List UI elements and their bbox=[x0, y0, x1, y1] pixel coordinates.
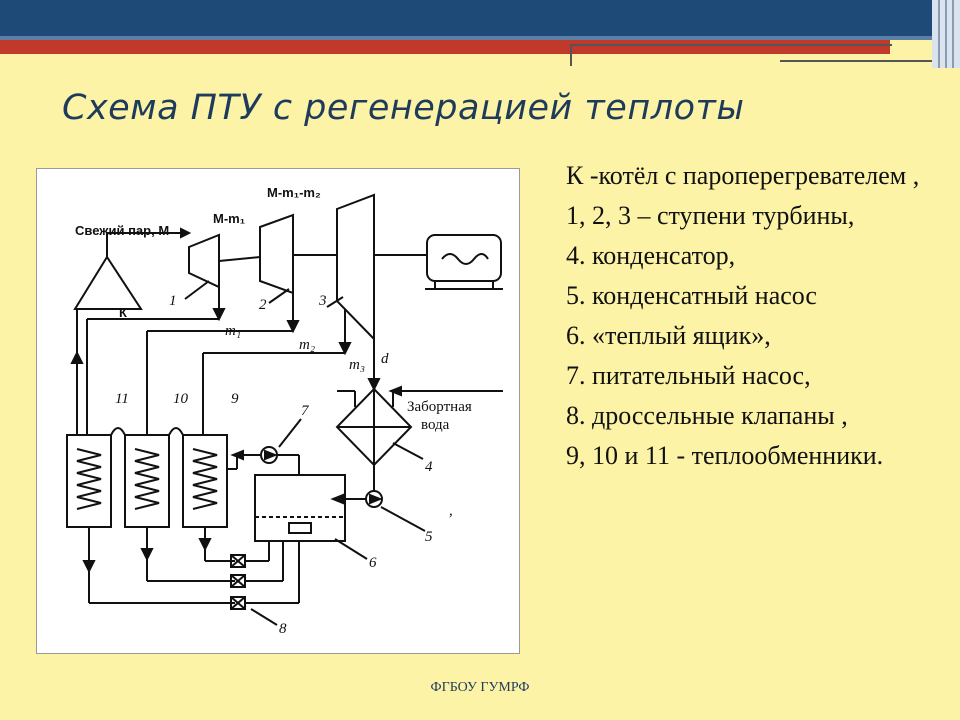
turbine-stage-2 bbox=[259, 213, 294, 295]
legend-item: 8. дроссельные клапаны , bbox=[566, 401, 848, 430]
throttle-label: 8 bbox=[279, 621, 287, 637]
heat-exchanger-label-9: 9 bbox=[231, 391, 239, 407]
header-band bbox=[0, 0, 960, 36]
generator-body bbox=[426, 234, 502, 282]
sea-water-arrow bbox=[388, 385, 402, 397]
heat-exchanger-label-10: 10 bbox=[173, 391, 189, 407]
coil-11 bbox=[76, 448, 102, 510]
legend-item: К -котёл с пароперегревателем , bbox=[566, 161, 920, 190]
extraction-label-2: m₂ bbox=[299, 337, 315, 353]
condensate-arrow bbox=[330, 493, 344, 505]
feedwater-arrow bbox=[70, 350, 84, 364]
extraction-3-arrow bbox=[338, 342, 352, 356]
hot-well-label: 6 bbox=[369, 555, 377, 571]
header-decor-line bbox=[570, 44, 892, 66]
heat-exchanger-label-11: 11 bbox=[115, 391, 129, 407]
legend-item: 1, 2, 3 – ступени турбины, bbox=[566, 201, 855, 230]
turbine-stage-1 bbox=[188, 233, 220, 289]
exhaust-arrow bbox=[367, 378, 381, 392]
extraction-label-3: m₃ bbox=[349, 357, 365, 373]
legend-item: 7. питательный насос, bbox=[566, 361, 811, 390]
drain-10-arrow bbox=[140, 548, 154, 562]
condensate-pump-label: 5 bbox=[425, 529, 433, 545]
diagram-svg: К Свежий пар, М М-m₁ М-m₁-m₂ 1 2 3 m₁ m₂… bbox=[66, 185, 503, 637]
fresh-steam-label: Свежий пар, М bbox=[75, 223, 169, 238]
stage-link-1 bbox=[218, 256, 261, 262]
coil-10 bbox=[134, 448, 160, 510]
stray-mark: , bbox=[449, 503, 453, 519]
condenser-label: 4 bbox=[425, 459, 433, 475]
header-accent-stripe bbox=[0, 40, 890, 54]
fresh-steam-arrow bbox=[180, 227, 192, 239]
hot-well-element bbox=[288, 522, 312, 534]
u-bend-1 bbox=[110, 427, 126, 436]
flow-label-1: М-m₁ bbox=[213, 211, 245, 226]
stage-label-1: 1 bbox=[169, 293, 177, 309]
sea-water-label-2: вода bbox=[421, 417, 450, 433]
header-decor-line-2 bbox=[780, 60, 940, 72]
legend-item: 6. «теплый ящик», bbox=[566, 321, 771, 350]
header-stripe bbox=[0, 36, 960, 40]
stage-label-3: 3 bbox=[318, 293, 327, 309]
legend-item: 9, 10 и 11 - теплообменники. bbox=[566, 441, 884, 470]
legend-list: К -котёл с пароперегревателем , 1, 2, 3 … bbox=[566, 160, 936, 480]
coil-9 bbox=[192, 448, 218, 510]
feed-pump-label: 7 bbox=[301, 403, 310, 419]
boiler-label: К bbox=[119, 305, 127, 320]
exhaust-label: d bbox=[381, 351, 389, 367]
extraction-label-1: m₁ bbox=[225, 323, 241, 339]
boiler-triangle bbox=[73, 255, 143, 310]
extraction-2-arrow bbox=[286, 320, 300, 334]
ptu-scheme-diagram: К Свежий пар, М М-m₁ М-m₁-m₂ 1 2 3 m₁ m₂… bbox=[36, 168, 520, 654]
sea-water-label-1: Забортная bbox=[407, 399, 472, 415]
header-corner-decor bbox=[932, 0, 960, 68]
drain-11-arrow bbox=[82, 560, 96, 574]
legend-item: 5. конденсатный насос bbox=[566, 281, 817, 310]
hot-well-tank bbox=[254, 474, 346, 542]
stage-label-2: 2 bbox=[259, 297, 267, 313]
generator-wave bbox=[441, 253, 489, 265]
legend-item: 4. конденсатор, bbox=[566, 241, 736, 270]
turbine-stage-3 bbox=[336, 193, 375, 342]
slide-title: Схема ПТУ с регенерацией теплоты bbox=[62, 88, 745, 128]
extraction-1-arrow bbox=[212, 308, 226, 322]
u-bend-2 bbox=[168, 427, 184, 436]
drain-9-arrow bbox=[198, 538, 212, 552]
flow-label-2: М-m₁-m₂ bbox=[267, 185, 321, 200]
slide-footer: ФГБОУ ГУМРФ bbox=[430, 680, 530, 695]
